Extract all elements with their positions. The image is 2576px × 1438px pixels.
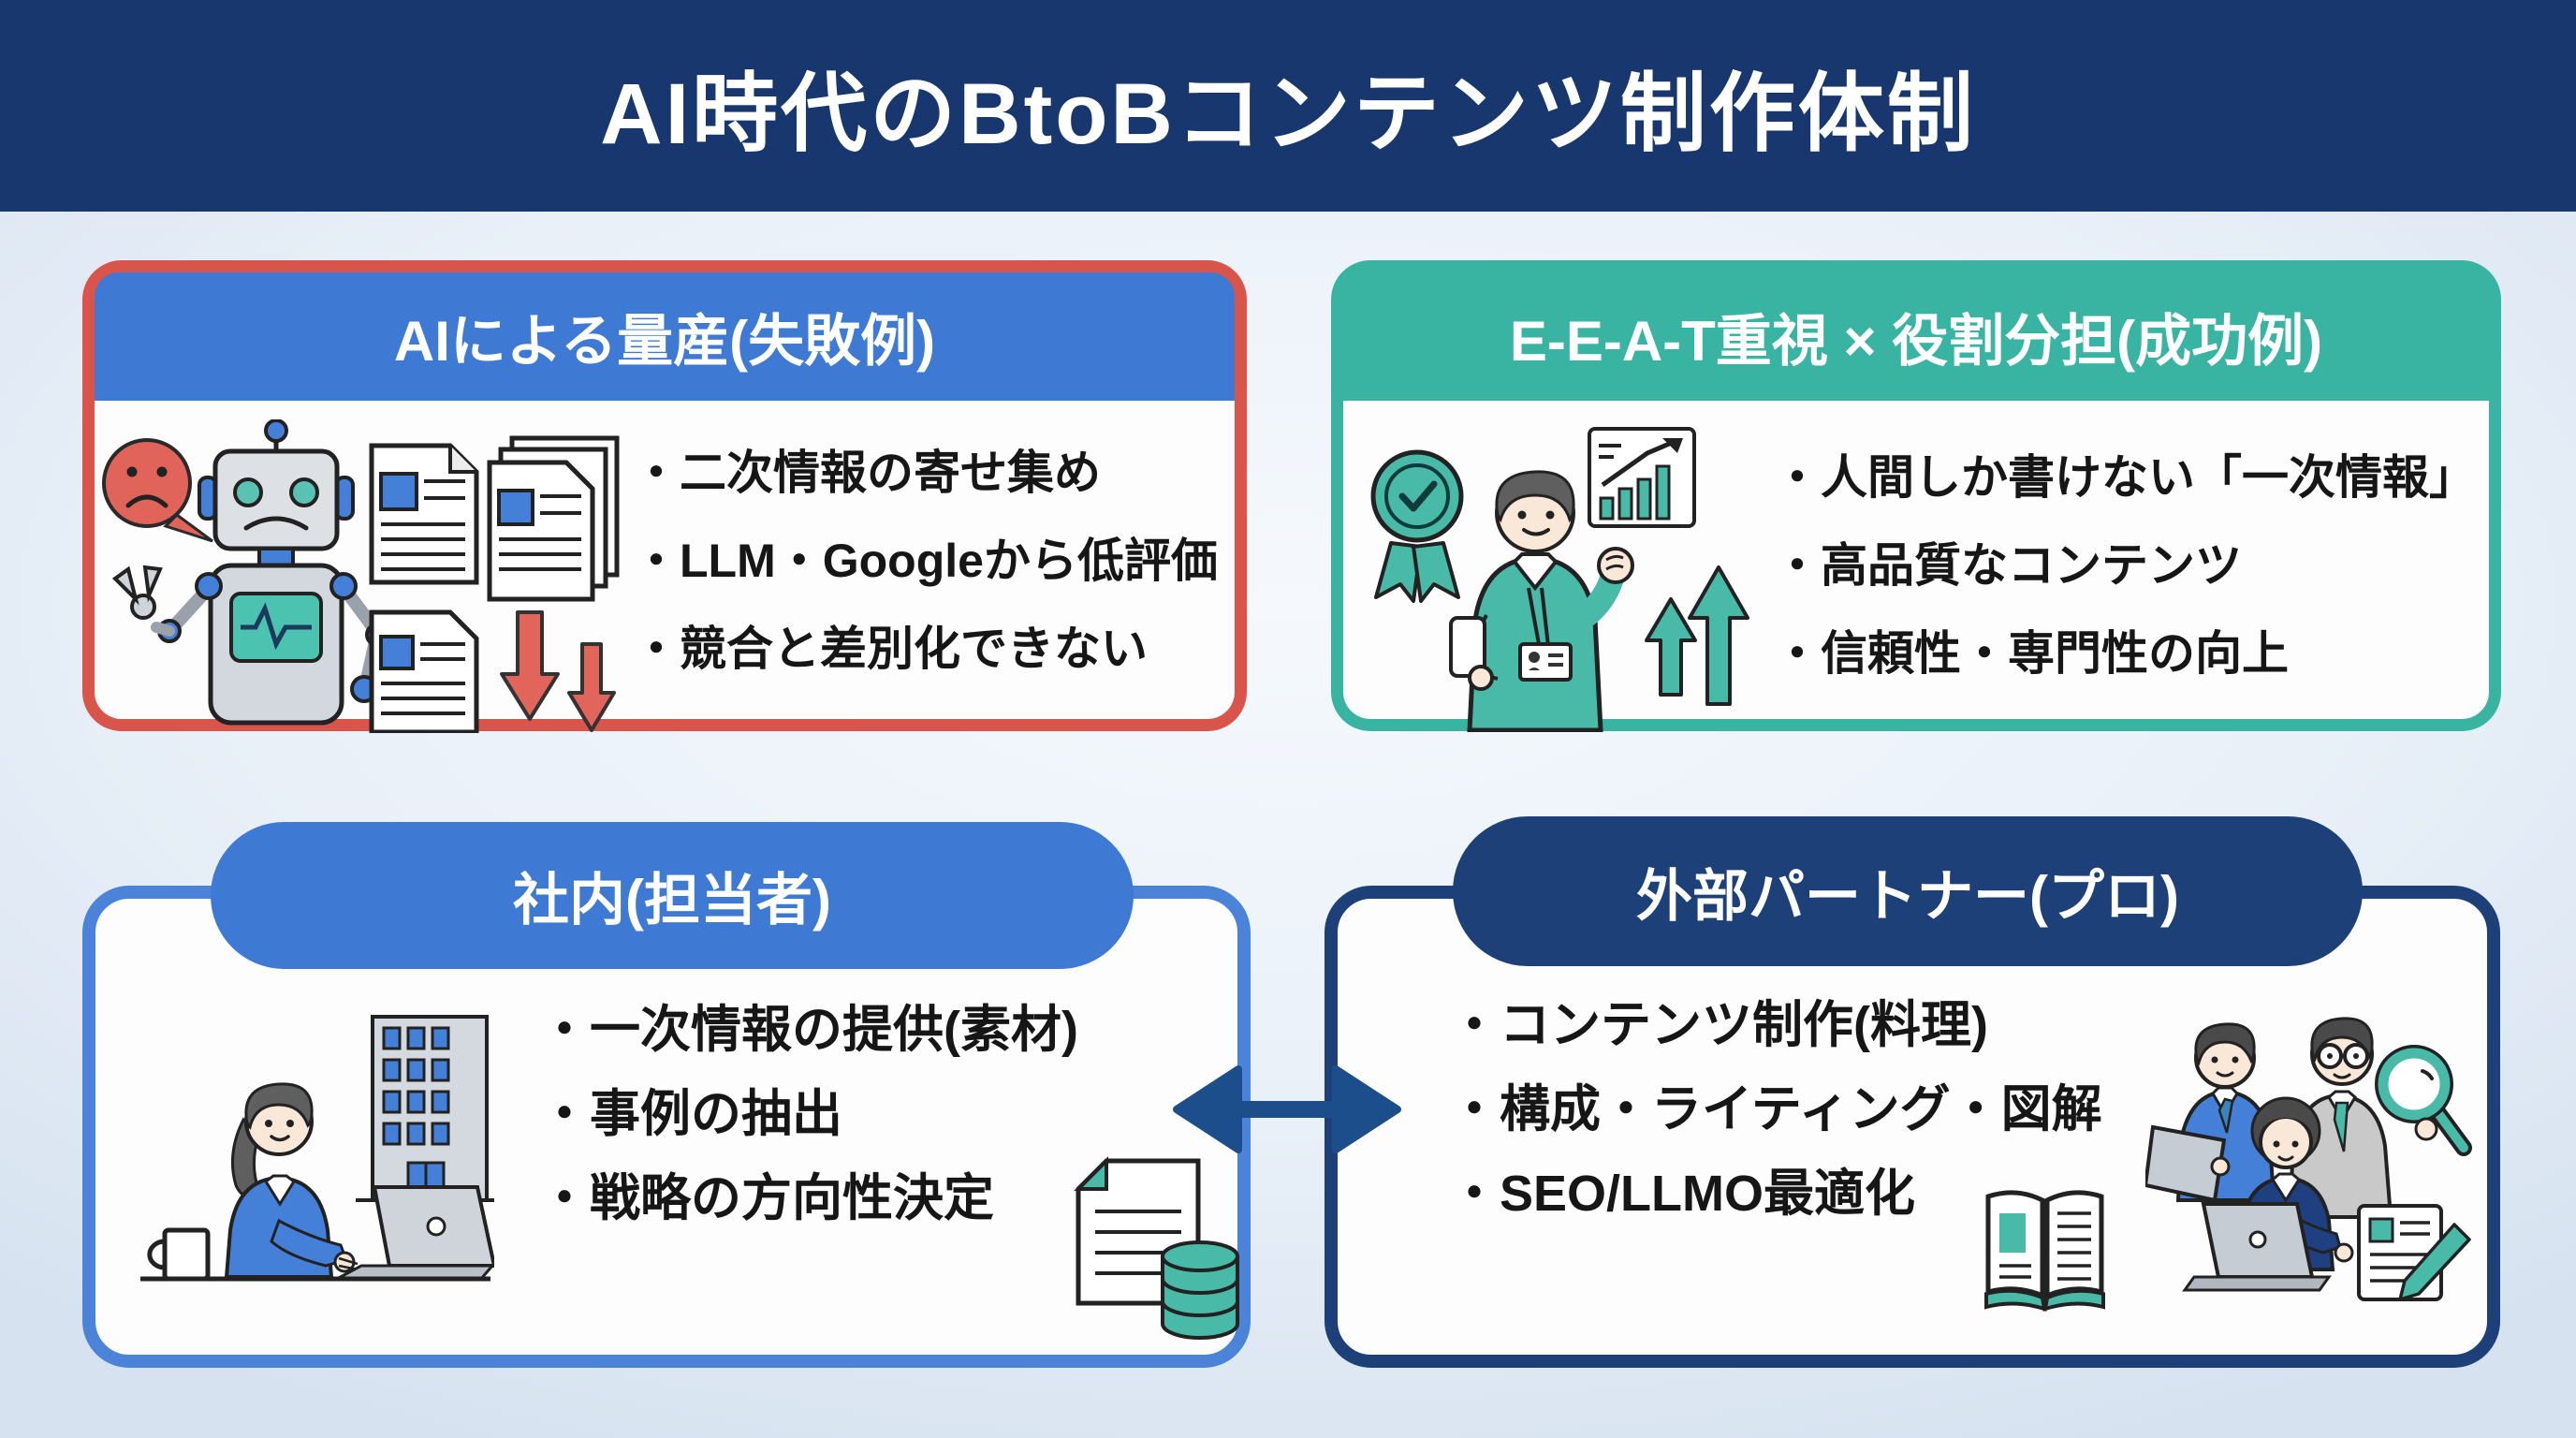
card-inhouse-header: 社内(担当者) <box>211 822 1134 969</box>
list-item: ・事例の抽出 <box>539 1086 842 1142</box>
laptop-icon <box>336 1185 494 1281</box>
page-title: AI時代のBtoBコンテンツ制作体制 <box>600 66 1976 162</box>
card-eeat-bullet-list: ・人間しか書けない「一次情報」 ・高品質なコンテンツ ・信頼性・専門性の向上 <box>1774 433 2476 697</box>
card-eeat-header: E-E-A-T重視 × 役割分担(成功例) <box>1343 272 2489 401</box>
title-banner: AI時代のBtoBコンテンツ制作体制 <box>0 0 2576 212</box>
businessman-icon <box>2145 1022 2276 1203</box>
list-item: ・二次情報の寄せ集め <box>633 447 1101 499</box>
document-icon <box>369 609 479 733</box>
robot-icon <box>111 419 389 726</box>
card-external-header: 外部パートナー(プロ) <box>1453 816 2363 966</box>
award-person-illustration <box>1370 427 1749 732</box>
card-external-bullet-list: ・コンテンツ制作(料理) ・構成・ライティング・図解 ・SEO/LLMO最適化 <box>1449 983 2102 1236</box>
sad-face-speech-bubble-icon <box>102 438 213 543</box>
office-building-icon <box>356 1015 494 1202</box>
bidirectional-arrow-icon <box>1173 1065 1401 1153</box>
coffee-mug-icon <box>147 1227 211 1282</box>
laptop-icon <box>2182 1202 2332 1292</box>
down-arrow-icon <box>500 610 616 732</box>
up-arrow-icon <box>1645 565 1749 706</box>
award-ribbon-icon <box>1370 449 1464 603</box>
card-inhouse-bullet-list: ・一次情報の提供(素材) ・事例の抽出 ・戦略の方向性決定 <box>539 988 1078 1240</box>
woman-icon <box>224 1082 359 1279</box>
list-item: ・構成・ライティング・図解 <box>1449 1081 2102 1137</box>
list-item: ・戦略の方向性決定 <box>539 1170 994 1226</box>
list-item: ・コンテンツ制作(料理) <box>1449 997 1988 1053</box>
database-icon <box>1161 1240 1239 1340</box>
list-item: ・一次情報の提供(素材) <box>539 1002 1078 1058</box>
list-item: ・信頼性・専門性の向上 <box>1774 627 2289 680</box>
tablet-icon <box>2145 1124 2227 1203</box>
pro-team-illustration <box>2145 1017 2472 1301</box>
card-ai-header: AIによる量産(失敗例) <box>95 272 1235 401</box>
document-pencil-icon <box>2357 1204 2471 1301</box>
growth-chart-icon <box>1588 427 1696 528</box>
list-item: ・高品質なコンテンツ <box>1774 539 2242 592</box>
list-item: ・人間しか書けない「一次情報」 <box>1774 451 2476 504</box>
document-stack-icon <box>487 435 620 602</box>
office-worker-illustration <box>140 1015 494 1282</box>
list-item: ・SEO/LLMO最適化 <box>1449 1166 1915 1222</box>
sad-robot-illustration <box>102 419 620 733</box>
magnifier-icon <box>2375 1045 2472 1156</box>
document-icon <box>369 443 479 585</box>
card-ai-bullet-list: ・二次情報の寄せ集め ・LLM・Googleから低評価 ・競合と差別化できない <box>633 429 1218 693</box>
document-database-icon <box>1074 1156 1239 1340</box>
open-book-icon <box>1984 1190 2105 1312</box>
list-item: ・競合と差別化できない <box>633 623 1148 675</box>
list-item: ・LLM・Googleから低評価 <box>633 535 1218 587</box>
person-icon <box>1449 470 1634 732</box>
